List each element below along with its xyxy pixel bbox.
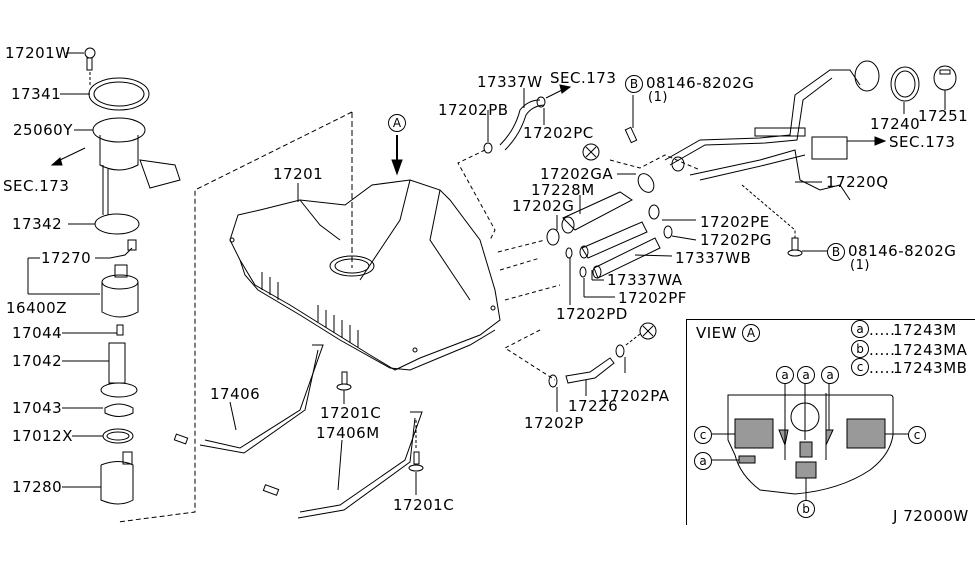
- bolt-b-marker-top: B: [625, 75, 643, 93]
- label-17202PA: 17202PA: [600, 387, 670, 405]
- label-bolt-08146-8202G-top: 08146-8202G: [646, 74, 755, 92]
- clamp-17202P: [548, 374, 558, 388]
- label-17270: 17270: [41, 249, 92, 267]
- legend-key-b: b: [851, 340, 869, 358]
- bracket-17043: [104, 403, 134, 417]
- callout-a-3: a: [821, 366, 839, 384]
- strap-17406: [173, 344, 324, 454]
- label-17012X: 17012X: [12, 427, 73, 445]
- clamp-17202PF: [579, 266, 587, 278]
- label-17337WB: 17337WB: [675, 249, 752, 267]
- clamp-17202PE: [648, 204, 660, 220]
- label-17406M: 17406M: [316, 424, 380, 442]
- label-17220Q: 17220Q: [826, 173, 889, 191]
- bolt-17201W: [84, 47, 96, 85]
- filler-tube-17220Q: [664, 60, 880, 201]
- legend-key-a: a: [851, 320, 869, 338]
- grommet-17044: [116, 324, 124, 336]
- filler-cap-ring-17240: [890, 66, 920, 102]
- label-17202G: 17202G: [512, 197, 575, 215]
- label-17202GA: 17202GA: [540, 165, 614, 183]
- legend-dots-a: .....: [869, 321, 896, 339]
- label-sec173-right[interactable]: SEC.173: [889, 133, 956, 151]
- callout-c-right: c: [908, 426, 926, 444]
- sender-unit-25060Y: [50, 117, 181, 215]
- legend-dots-b: .....: [869, 341, 896, 359]
- label-sec173-left[interactable]: SEC.173: [3, 177, 70, 195]
- legend-part-b: 17243MA: [893, 341, 968, 359]
- strap-17406M: [262, 411, 423, 519]
- label-17341: 17341: [11, 85, 62, 103]
- view-a-tank-bottom: [712, 380, 908, 500]
- bolts-17201C: [336, 371, 424, 495]
- hose-17228M: [561, 191, 633, 234]
- label-17201C-a: 17201C: [320, 404, 382, 422]
- legend-part-c: 17243MB: [893, 359, 968, 377]
- hose-17337WB: [592, 237, 661, 279]
- view-a-marker: A: [388, 114, 406, 132]
- label-17406: 17406: [210, 385, 261, 403]
- figure-code: J 72000W: [893, 507, 969, 525]
- clamp-17202PA: [615, 344, 625, 358]
- view-a-title-marker: A: [742, 324, 760, 342]
- strainer-16400Z: [101, 264, 139, 318]
- wire-17270: [109, 239, 137, 259]
- callout-a-1: a: [776, 366, 794, 384]
- label-17337WA: 17337WA: [607, 271, 683, 289]
- label-17280: 17280: [12, 478, 63, 496]
- callout-c-left: c: [694, 426, 712, 444]
- hose-17337W: [499, 99, 545, 151]
- clamp-17202PG: [663, 225, 673, 239]
- fuel-pump-17042: [100, 342, 138, 398]
- fuel-tank-17201: [229, 179, 501, 371]
- packing-17012X: [102, 428, 134, 444]
- label-17044: 17044: [12, 324, 63, 342]
- callout-b: b: [797, 500, 815, 518]
- gasket-17342: [94, 213, 140, 235]
- legend-dots-c: .....: [869, 359, 896, 377]
- label-17202PB: 17202PB: [438, 101, 509, 119]
- lock-ring-17341: [88, 77, 150, 111]
- label-17042: 17042: [12, 352, 63, 370]
- callout-a-4: a: [694, 452, 712, 470]
- label-17240: 17240: [870, 115, 921, 133]
- view-a-panel: [686, 319, 975, 525]
- label-17202PC: 17202PC: [523, 124, 594, 142]
- legend-part-a: 17243M: [893, 321, 957, 339]
- label-17251: 17251: [918, 107, 969, 125]
- label-17342: 17342: [12, 215, 63, 233]
- label-17201C-b: 17201C: [393, 496, 455, 514]
- label-bolt-right-qty: (1): [850, 258, 870, 273]
- label-17201W: 17201W: [5, 44, 71, 62]
- label-25060Y: 25060Y: [13, 121, 73, 139]
- clamp-17202GA: [637, 173, 655, 193]
- callout-a-2: a: [797, 366, 815, 384]
- filler-cap-17251: [933, 65, 957, 91]
- clamp-17202PD: [565, 247, 573, 259]
- hose-17226: [565, 357, 615, 384]
- view-a-title: VIEW: [696, 324, 737, 342]
- clamp-17202G: [546, 228, 560, 246]
- bolt-b-marker-right: B: [827, 243, 845, 261]
- label-17226: 17226: [568, 397, 619, 415]
- label-bolt-top-qty: (1): [648, 90, 668, 105]
- reservoir-17280: [100, 451, 134, 505]
- label-17202PE: 17202PE: [700, 213, 770, 231]
- label-17202PD: 17202PD: [556, 305, 628, 323]
- label-17202P: 17202P: [524, 414, 584, 432]
- label-17202PF: 17202PF: [618, 289, 687, 307]
- hose-17337WA: [579, 221, 648, 259]
- label-17337W: 17337W: [477, 73, 543, 91]
- label-17201: 17201: [273, 165, 324, 183]
- label-17043: 17043: [12, 399, 63, 417]
- legend-key-c: c: [851, 358, 869, 376]
- label-sec173-top[interactable]: SEC.173: [550, 69, 617, 87]
- label-16400Z: 16400Z: [6, 299, 67, 317]
- label-17228M: 17228M: [531, 181, 595, 199]
- label-bolt-08146-8202G-right: 08146-8202G: [848, 242, 957, 260]
- label-17202PG: 17202PG: [700, 231, 772, 249]
